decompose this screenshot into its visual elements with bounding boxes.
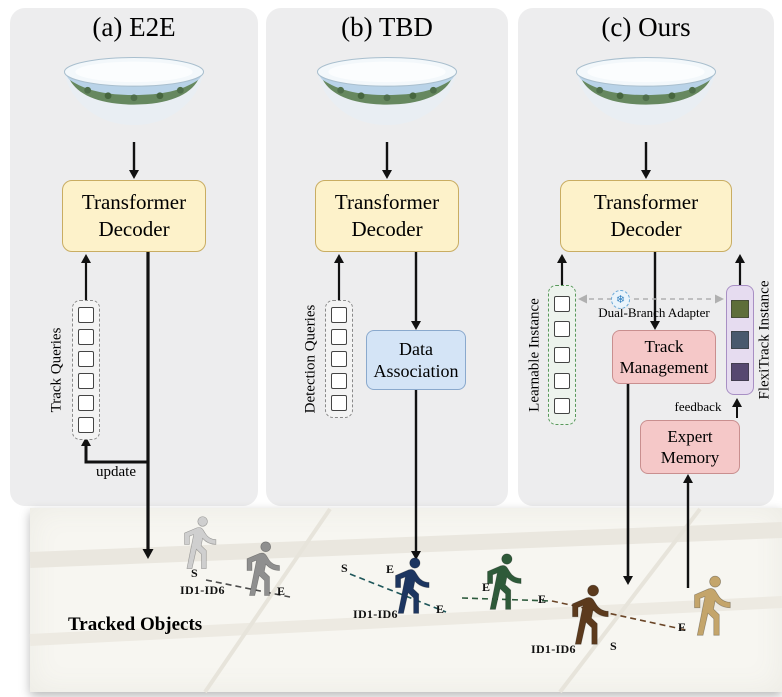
panorama-image [59,54,209,132]
trajectory-start-marker: S [610,639,617,653]
query-token [331,329,347,345]
frozen-snowflake-icon: ❄ [611,290,630,309]
query-token [331,307,347,323]
query-token [554,398,570,415]
track-queries-box [72,300,100,440]
query-token [554,295,570,312]
track-id-label: ID1-ID6 [180,583,225,597]
query-token [78,351,94,367]
query-token [78,329,94,345]
panel-c-title: (c) Ours [601,12,691,42]
data-association-box: Data Association [366,330,466,390]
track-management-box: Track Management [612,330,716,384]
flexitrack-token [731,362,749,381]
flexitrack-instance-label: FlexiTrack Instance [756,280,773,400]
panel-a-title: (a) E2E [92,12,176,42]
expert-memory-box: Expert Memory [640,420,740,474]
track-id-label: ID1-ID6 [531,642,576,656]
learnable-instance-label: Learnable Instance [526,298,543,412]
query-token [554,372,570,389]
trajectory-end-marker: E [386,562,395,576]
track-id-label: ID1-ID6 [353,607,398,621]
person-figure-6 [693,574,732,637]
feedback-label: feedback [674,399,722,414]
trajectory-end-marker: E [436,602,445,616]
transformer-decoder-box-a: Transformer Decoder [62,180,206,252]
flexitrack-token [731,331,749,349]
flexitrack-token [731,299,749,318]
detection-queries-label: Detection Queries [302,304,319,414]
query-token [78,417,94,433]
panorama-image [312,54,462,132]
panel-b-title: (b) TBD [341,12,433,42]
query-token [554,321,570,338]
query-token [78,395,94,411]
update-label: update [96,464,136,480]
detection-queries-box [325,300,353,418]
flexitrack-instance-box [726,285,754,395]
query-token [554,346,570,363]
query-token [331,351,347,367]
track-queries-label: Track Queries [48,327,65,413]
trajectory-end-marker: E [538,592,547,606]
query-token [331,373,347,389]
trajectory-end-marker: E [482,580,491,594]
trajectory-end-marker: E [277,584,286,598]
transformer-decoder-box-b: Transformer Decoder [315,180,459,252]
query-token [78,307,94,323]
learnable-instance-box [548,285,576,425]
panorama-image [571,54,721,132]
transformer-decoder-box-c: Transformer Decoder [560,180,732,252]
tracked-objects-title: Tracked Objects [68,614,203,635]
trajectory-start-marker: S [191,566,198,580]
person-figure-1 [183,515,218,570]
trajectory-start-marker: S [341,561,348,575]
query-token [78,373,94,389]
query-token [331,395,347,411]
dual-branch-adapter-label: Dual-Branch Adapter [598,305,710,320]
trajectory-end-marker: E [678,620,687,634]
